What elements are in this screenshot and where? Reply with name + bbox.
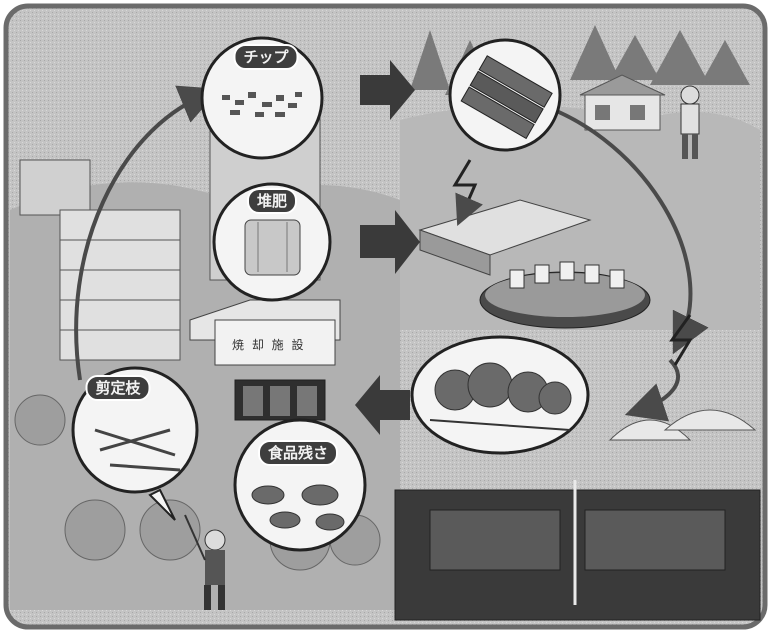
farm-field bbox=[395, 480, 760, 620]
food-waste-label: 食品残さ bbox=[258, 440, 338, 466]
facility-sign: 焼 却 施 設 bbox=[232, 336, 305, 353]
chips-label: チップ bbox=[233, 44, 298, 70]
compost-label: 堆肥 bbox=[247, 188, 297, 214]
cut-logs-bubble bbox=[450, 40, 560, 150]
forest-bubble bbox=[412, 337, 588, 453]
pruned-branches-label: 剪定枝 bbox=[85, 375, 150, 401]
